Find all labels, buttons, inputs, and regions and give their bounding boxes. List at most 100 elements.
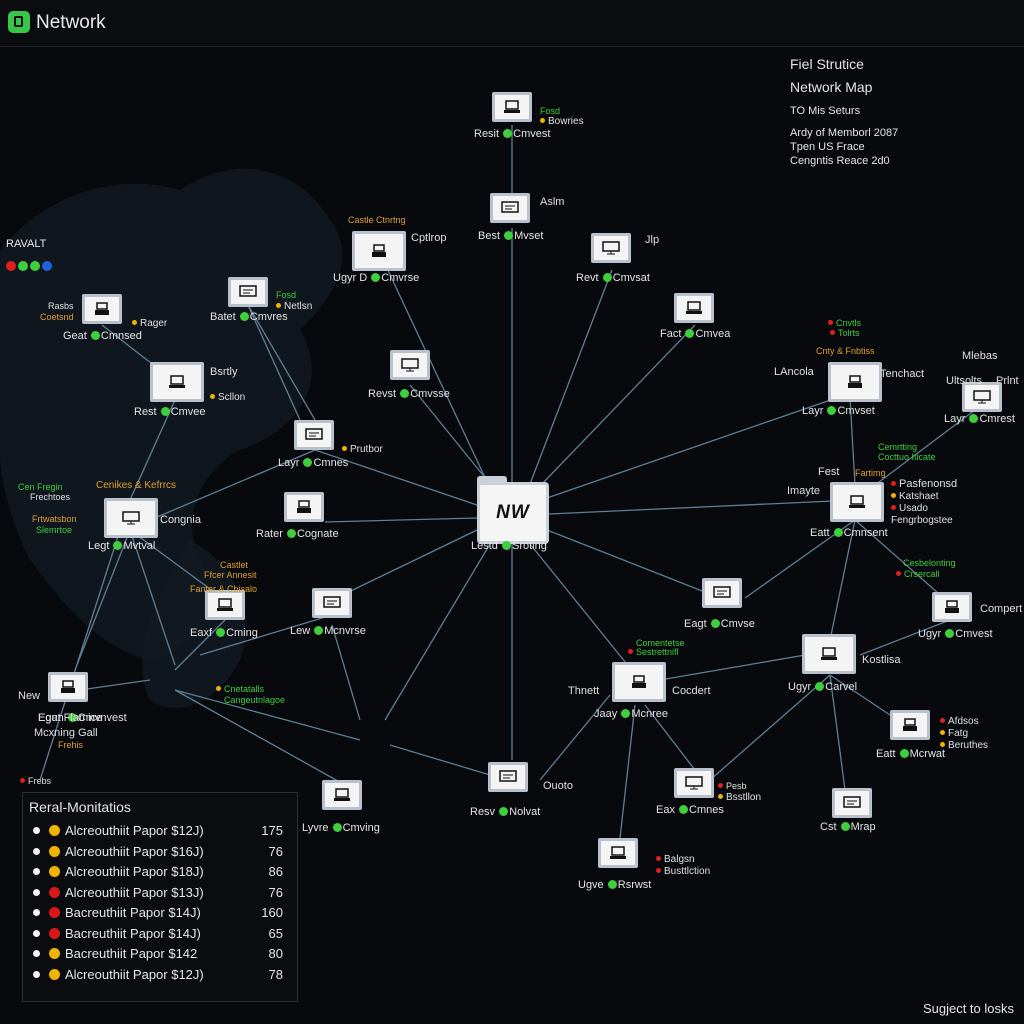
device-icon — [821, 647, 837, 660]
network-device-node[interactable] — [284, 492, 324, 522]
annotation: Ultsolts — [946, 375, 983, 387]
network-device-node[interactable] — [492, 92, 532, 122]
monitoring-row[interactable]: Bacreuthiit Papor $14J)160 — [31, 903, 289, 923]
annotation: Fengrbogstee — [891, 515, 953, 526]
row-bullet-icon — [33, 950, 40, 957]
device-icon — [334, 788, 350, 801]
node-label: Batet Cmvres — [210, 311, 288, 323]
node-label: Jaay Mcnree — [594, 708, 668, 720]
annotation: Cptlrop — [411, 232, 447, 244]
network-device-node[interactable] — [830, 482, 884, 522]
hub-caption: Lestd Sroting — [471, 540, 547, 552]
node-label: Layr Cmnes — [278, 457, 349, 469]
status-dot-icon — [332, 823, 342, 832]
network-device-node[interactable] — [832, 788, 872, 818]
annotation: Cnetatalls — [216, 684, 264, 694]
monitoring-row[interactable]: Bacreuthiit Papor $14J)65 — [31, 924, 289, 944]
footer-note: Sugject to losks — [922, 1001, 1014, 1016]
node-label: Resit Cmvest — [474, 128, 551, 140]
annotation: Compert — [980, 603, 1023, 615]
row-name: Alcreouthiit Papor $12J) — [65, 966, 204, 982]
node-label: Lew Mcnvrse — [290, 625, 366, 637]
status-dot-icon — [899, 749, 909, 758]
annotation: Tenchact — [880, 368, 925, 380]
monitoring-row[interactable]: Alcreouthiit Papor $12J)78 — [31, 965, 289, 985]
network-device-node[interactable] — [205, 590, 245, 620]
status-indicator-icon — [49, 927, 60, 939]
network-device-node[interactable] — [674, 768, 714, 798]
network-device-node[interactable] — [702, 578, 742, 608]
status-dot-icon — [503, 129, 513, 138]
status-dot-icon — [602, 273, 612, 282]
status-dot-icon — [499, 807, 509, 816]
network-device-node[interactable] — [828, 362, 882, 402]
node-label: Layr Cmrest — [944, 413, 1015, 425]
monitoring-row[interactable]: Alcreouthiit Papor $12J)175 — [31, 821, 289, 841]
node-label: Resv Nolvat — [470, 806, 541, 818]
status-indicator-icon — [49, 825, 60, 836]
annotation: Cnvtls — [828, 318, 861, 328]
network-device-node[interactable] — [150, 362, 204, 402]
row-name: Alcreouthiit Papor $18J) — [65, 864, 204, 879]
row-bullet-icon — [33, 827, 40, 834]
row-name: Alcreouthiit Papor $13J) — [65, 884, 204, 900]
annotation: Netlsn — [276, 301, 312, 312]
annotation: Fosd — [276, 290, 297, 300]
network-device-node[interactable] — [932, 592, 972, 622]
network-device-node[interactable] — [598, 838, 638, 868]
status-dot-icon — [679, 805, 689, 814]
annotation: Cemrtting — [878, 442, 918, 452]
network-device-node[interactable] — [591, 233, 631, 263]
row-name: Bacreuthiit Papor $14J) — [65, 925, 201, 941]
network-device-node[interactable] — [104, 498, 158, 538]
network-device-node[interactable] — [674, 293, 714, 323]
annotation: Pasfenonsd — [891, 478, 957, 490]
network-device-node[interactable] — [962, 382, 1002, 412]
monitoring-row[interactable]: Alcreouthiit Papor $16J)76 — [31, 842, 289, 862]
status-indicator-icon — [49, 907, 60, 918]
device-icon — [686, 301, 702, 314]
status-dot-icon — [827, 406, 837, 415]
node-label: Eatt Cmnsent — [810, 527, 888, 539]
annotation: Thnett — [568, 685, 600, 697]
device-icon — [685, 776, 703, 790]
network-device-node[interactable] — [82, 294, 122, 324]
status-dot-icon — [90, 331, 100, 340]
node-label: Cst Mrap — [820, 821, 876, 833]
row-bullet-icon — [33, 847, 40, 855]
network-device-node[interactable] — [312, 588, 352, 618]
network-device-node[interactable] — [48, 672, 88, 702]
status-dot-icon — [371, 273, 381, 282]
status-dot-icon — [840, 822, 850, 831]
status-dot-icon — [239, 312, 249, 321]
node-label: Eagt Cmvse — [684, 618, 755, 630]
info-title: Fiel Strutice — [790, 56, 864, 72]
network-device-node[interactable] — [612, 662, 666, 702]
device-icon — [903, 718, 917, 731]
monitoring-row[interactable]: Alcreouthiit Papor $13J)76 — [31, 883, 289, 903]
device-icon — [305, 428, 323, 440]
device-icon — [501, 201, 519, 213]
annotation: Cesbelonting — [903, 558, 956, 568]
central-hub-node[interactable]: NW — [477, 476, 549, 544]
annotation: Coetsnd — [40, 312, 74, 322]
network-device-node[interactable] — [294, 420, 334, 450]
device-icon — [843, 796, 861, 808]
annotation: Prutbor — [342, 444, 383, 455]
network-device-node[interactable] — [352, 231, 406, 271]
info-line: TO Mis Seturs — [790, 105, 861, 117]
network-device-node[interactable] — [322, 780, 362, 810]
network-device-node[interactable] — [488, 762, 528, 792]
network-device-node[interactable] — [390, 350, 430, 380]
network-device-node[interactable] — [228, 277, 268, 307]
network-device-node[interactable] — [890, 710, 930, 740]
network-device-node[interactable] — [490, 193, 530, 223]
device-icon — [169, 375, 185, 388]
annotation: Bsrtly — [210, 366, 238, 378]
node-label: Ugyr D Cmvrse — [333, 272, 420, 284]
device-icon — [632, 675, 646, 688]
node-label: Revt Cmvsat — [576, 272, 650, 284]
monitoring-row[interactable]: Alcreouthiit Papor $18J)86 — [31, 862, 289, 882]
network-device-node[interactable] — [802, 634, 856, 674]
